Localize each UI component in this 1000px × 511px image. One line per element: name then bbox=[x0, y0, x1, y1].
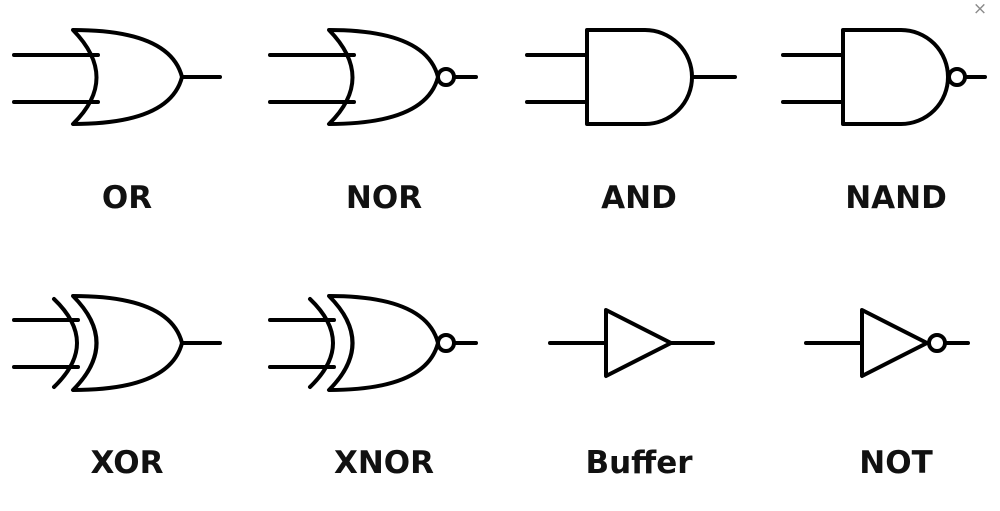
xnor-gate-symbol bbox=[268, 294, 478, 392]
or-gate-symbol bbox=[12, 28, 222, 126]
and-gate-symbol bbox=[525, 28, 737, 126]
buffer-gate-label: Buffer bbox=[585, 445, 693, 481]
xor-gate-body bbox=[71, 294, 184, 392]
and-gate-label: AND bbox=[601, 180, 677, 216]
buffer-gate-body bbox=[604, 308, 673, 378]
not-inversion-bubble bbox=[927, 333, 947, 353]
not-gate-symbol bbox=[804, 308, 970, 378]
xor-gate-symbol bbox=[12, 294, 222, 392]
not-gate-label: NOT bbox=[859, 445, 933, 481]
or-gate-label: OR bbox=[101, 180, 153, 216]
nor-inversion-bubble bbox=[436, 67, 456, 87]
nand-inversion-bubble bbox=[947, 67, 967, 87]
not-gate-body bbox=[860, 308, 929, 378]
xnor-gate-body bbox=[327, 294, 440, 392]
nor-gate-label: NOR bbox=[345, 180, 423, 216]
or-gate-body bbox=[71, 28, 184, 126]
nand-gate-symbol bbox=[781, 28, 987, 126]
nor-gate-symbol bbox=[268, 28, 478, 126]
nand-gate-label: NAND bbox=[845, 180, 947, 216]
xnor-inversion-bubble bbox=[436, 333, 456, 353]
buffer-gate-symbol bbox=[548, 308, 715, 378]
and-gate-body bbox=[585, 28, 694, 126]
xnor-gate-label: XNOR bbox=[333, 445, 435, 481]
nor-gate-body bbox=[327, 28, 440, 126]
xor-gate-label: XOR bbox=[90, 445, 164, 481]
close-icon[interactable]: × bbox=[972, 0, 988, 19]
xor-extra-input-curve bbox=[52, 297, 79, 389]
nand-gate-body bbox=[841, 28, 950, 126]
xnor-extra-input-curve bbox=[308, 297, 335, 389]
